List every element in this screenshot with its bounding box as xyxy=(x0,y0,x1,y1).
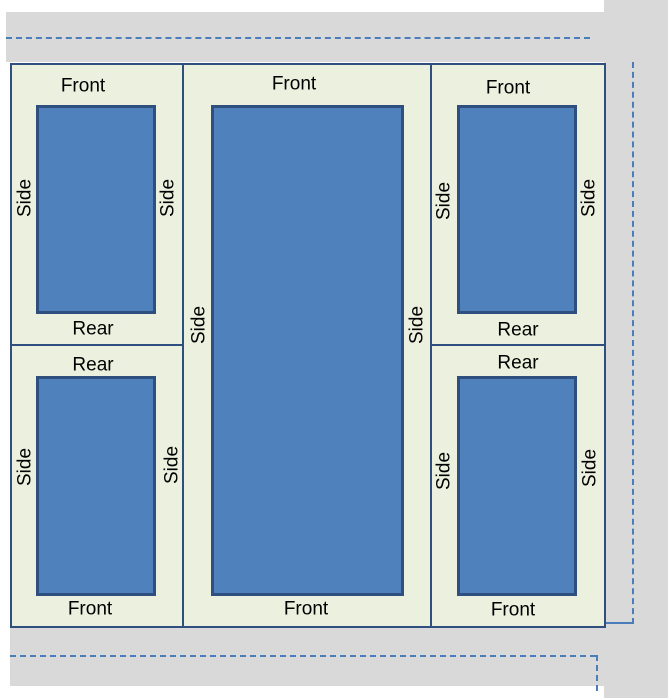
label-front-center-top: Front xyxy=(271,73,317,95)
label-front-center-bottom: Front xyxy=(283,598,329,620)
label-front-bottom-left: Front xyxy=(67,598,113,620)
label-rear-top-left: Rear xyxy=(72,318,114,340)
label-rear-bottom-left: Rear xyxy=(72,354,114,376)
label-side-top-right-right: Side xyxy=(578,178,600,218)
label-side-bottom-left-right: Side xyxy=(161,445,183,485)
label-front-top-left: Front xyxy=(60,75,106,97)
label-rear-bottom-right: Rear xyxy=(497,352,539,374)
label-rear-top-right: Rear xyxy=(497,319,539,341)
right-corner-line xyxy=(606,622,634,624)
block-bottom-left xyxy=(36,376,156,596)
bottom-strip xyxy=(10,628,610,686)
label-side-bottom-left-left: Side xyxy=(14,447,36,487)
label-side-center-left: Side xyxy=(188,305,210,345)
label-front-bottom-right: Front xyxy=(490,599,536,621)
bottom-right-dashed-line xyxy=(596,655,598,691)
label-side-center-right: Side xyxy=(406,305,428,345)
right-strip xyxy=(604,0,668,698)
block-top-right xyxy=(457,105,577,314)
block-top-left xyxy=(36,105,156,314)
label-side-bottom-right-left: Side xyxy=(433,451,455,491)
label-side-top-right-left: Side xyxy=(433,181,455,221)
block-bottom-right xyxy=(457,376,577,596)
bottom-dashed-line xyxy=(10,655,596,657)
label-side-top-left-left: Side xyxy=(14,178,36,218)
right-dashed-line xyxy=(632,62,634,624)
top-dashed-line xyxy=(6,37,590,39)
label-front-top-right: Front xyxy=(485,77,531,99)
label-side-top-left-right: Side xyxy=(157,178,179,218)
block-center xyxy=(211,105,404,596)
label-side-bottom-right-right: Side xyxy=(579,448,601,488)
